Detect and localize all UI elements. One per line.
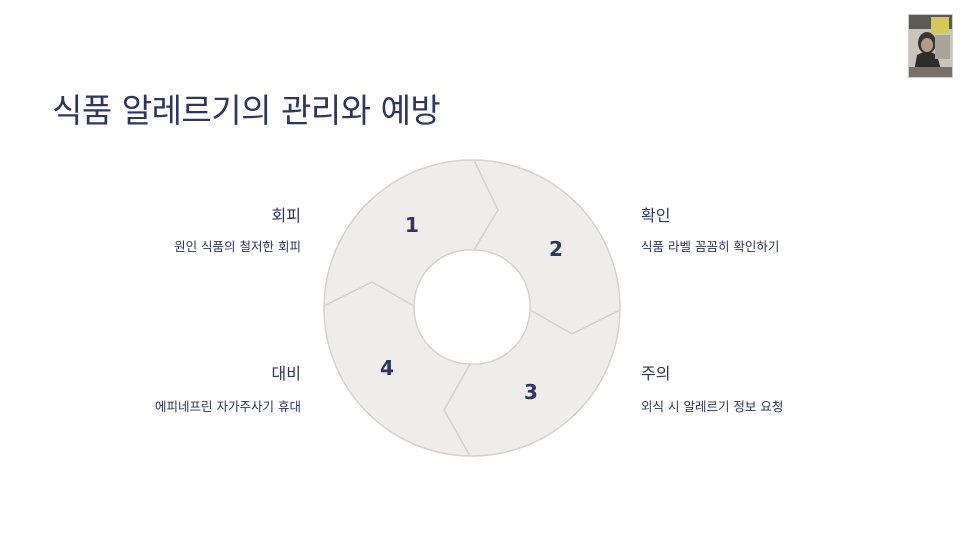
step-3-heading: 주의 (641, 364, 671, 383)
cycle-segment-3 (443, 309, 621, 457)
step-number-3: 3 (524, 380, 538, 404)
step-number-4: 4 (380, 356, 394, 380)
slide-title: 식품 알레르기의 관리와 예방 (52, 91, 441, 130)
step-4-description: 에피네프린 자가주사기 휴대 (155, 399, 301, 414)
step-2-heading: 확인 (641, 206, 671, 225)
step-1-description: 원인 식품의 철저한 회피 (174, 239, 301, 254)
thumbnail-image (908, 14, 953, 78)
step-2-description: 식품 라벨 꼼꼼히 확인하기 (641, 239, 780, 254)
step-number-1: 1 (405, 213, 419, 237)
step-4-heading: 대비 (271, 364, 301, 383)
cycle-segment-2 (473, 159, 621, 335)
cycle-segment-4 (323, 281, 471, 457)
step-1-heading: 회피 (271, 206, 301, 225)
step-3-description: 외식 시 알레르기 정보 요청 (641, 399, 784, 414)
step-number-2: 2 (549, 237, 563, 261)
cycle-segment-1 (323, 159, 499, 307)
